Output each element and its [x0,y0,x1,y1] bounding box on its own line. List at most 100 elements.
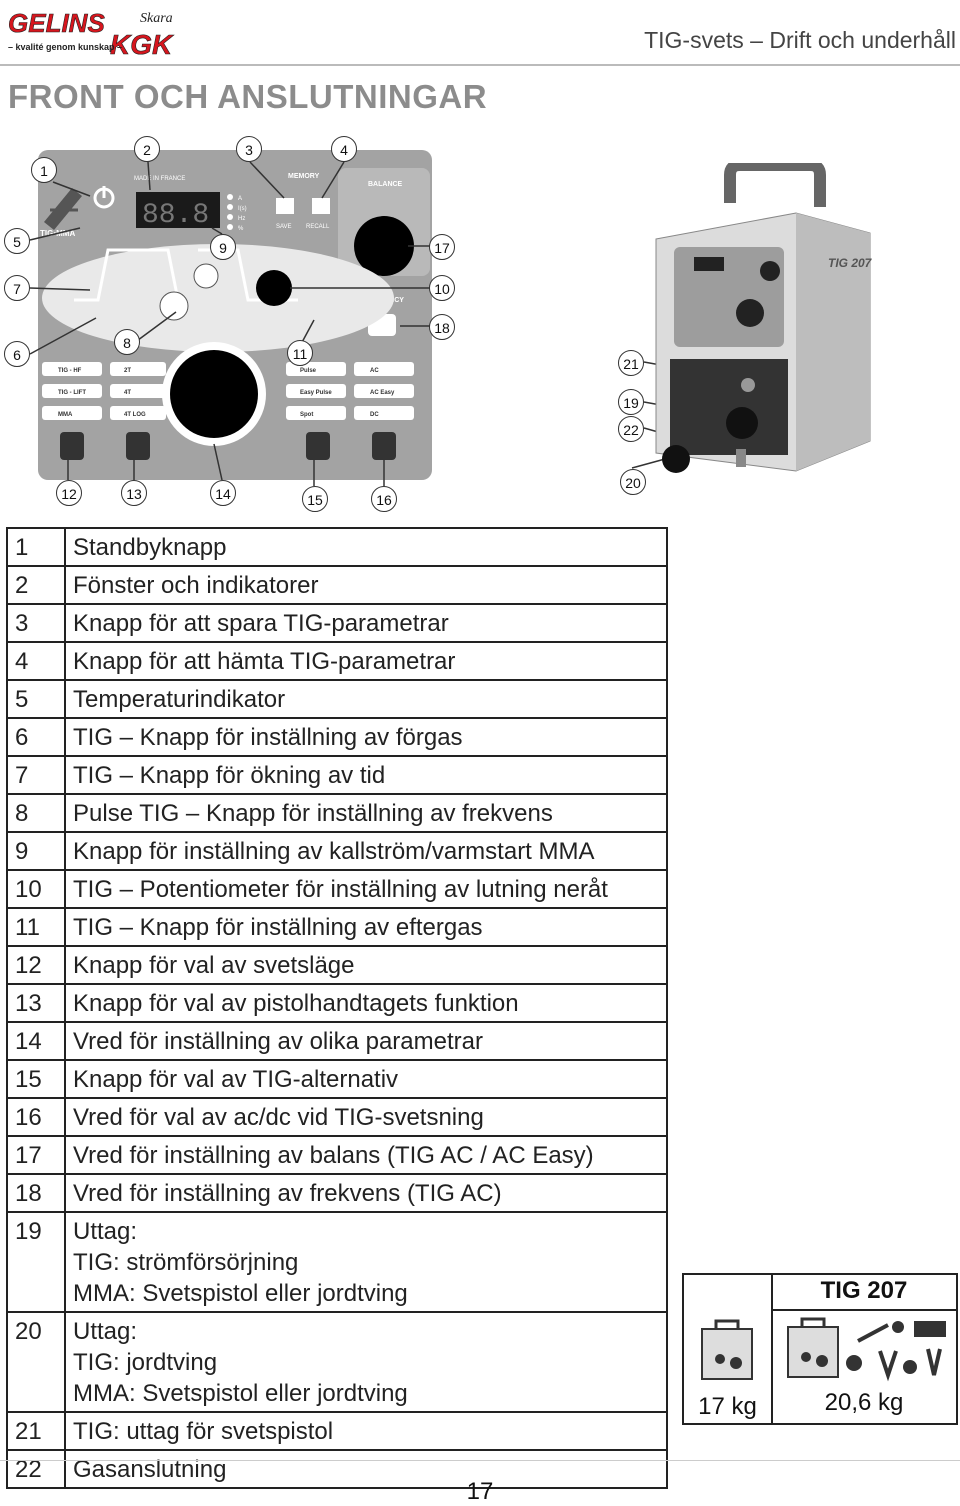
legend-text: TIG – Potentiometer för inställning av l… [64,869,668,909]
legend-text-line: TIG: jordtving [73,1349,218,1376]
save-icon [276,198,294,214]
legend-number: 11 [6,907,66,947]
percent-i-icon [193,263,219,289]
mode-spot: Spot [300,412,313,418]
callout-20: 20 [620,469,646,495]
legend-text-line: Knapp för val av pistolhandtagets funkti… [73,990,519,1017]
legend-text-line: MMA: Svetspistol eller jordtving [73,1380,408,1407]
legend-text-line: TIG – Knapp för inställning av förgas [73,724,463,751]
legend-text: Standbyknapp [64,527,668,567]
mode-easy-pulse: Easy Pulse [300,390,332,396]
page-number: 17 [466,1478,494,1505]
legend-number: 14 [6,1021,66,1061]
display-digits: 88.8 [142,200,209,231]
legend-text-line: MMA: Svetspistol eller jordtving [73,1280,408,1307]
legend-number: 15 [6,1059,66,1099]
torch-icon [44,188,82,230]
unit-percent: % [238,226,244,232]
legend-text: TIG – Knapp för ökning av tid [64,755,668,795]
legend-text: Vred för val av ac/dc vid TIG-svetsning [64,1097,668,1137]
unit-seconds: I(s) [238,206,247,212]
legend-text-line: Standbyknapp [73,534,227,561]
logo-script-text: Skara [140,11,173,26]
legend-number: 6 [6,717,66,757]
legend-text-line: TIG – Knapp för inställning av eftergas [73,914,483,941]
mode-ac: AC [370,368,379,374]
legend-text: TIG – Knapp för inställning av förgas [64,717,668,757]
legend-text: Knapp för val av pistolhandtagets funkti… [64,983,668,1023]
save-label: SAVE [276,224,292,230]
legend-number: 12 [6,945,66,985]
legend-row: 14 Vred för inställning av olika parametr… [6,1021,668,1061]
mode-pulse: Pulse [300,368,317,374]
legend-text-line: Knapp för val av svetsläge [73,952,355,979]
machine-photo: TIG 207 [646,159,876,473]
unit-amp: A [238,196,242,202]
legend-number: 5 [6,679,66,719]
legend-number: 7 [6,755,66,795]
logo-brand-text: KGK [110,29,174,56]
legend-row: 12 Knapp för val av svetsläge [6,945,668,985]
callout-16: 16 [371,486,397,512]
machine-kit-icon [787,1317,946,1382]
callout-3: 3 [236,136,262,162]
legend-number: 10 [6,869,66,909]
trigger-select-button-icon [126,432,150,460]
callout-4: 4 [331,136,357,162]
legend-text-line: Uttag: [73,1318,138,1345]
legend-text: Vred för inställning av balans (TIG AC /… [64,1135,668,1175]
footer-divider [0,1460,960,1461]
digital-display [136,192,220,228]
legend-text-line: Knapp för att hämta TIG-parametrar [73,648,456,675]
legend-text: Temperaturindikator [64,679,668,719]
memory-label: MEMORY [288,173,320,180]
legend-text-line: Knapp för val av TIG-alternativ [73,1066,399,1093]
callout-1: 1 [31,157,57,183]
legend-text-line: Vred för inställning av olika parametrar [73,1028,483,1055]
callout-19: 19 [618,389,644,415]
callout-18: 18 [429,314,455,340]
logo-tagline: – kvalité genom kunskap – [8,42,122,52]
legend-number: 21 [6,1411,66,1451]
hotstart-knob [256,270,292,306]
acdc-button-icon [372,432,396,460]
legend-row: 15 Knapp för val av TIG-alternativ [6,1059,668,1099]
legend-text-line: Vred för inställning av frekvens (TIG AC… [73,1180,502,1207]
legend-row: 6 TIG – Knapp för inställning av förgas [6,717,668,757]
legend-number: 17 [6,1135,66,1175]
mode-select-button-icon [60,432,84,460]
made-in-france-label: MADE IN FRANCE [134,176,185,182]
legend-text: TIG: uttag för svetspistol [64,1411,668,1451]
svg-text:TIG 207: TIG 207 [828,256,873,270]
legend-number: 2 [6,565,66,605]
tig-option-button-icon [306,432,330,460]
legend-text: Pulse TIG – Knapp för inställning av fre… [64,793,668,833]
legend-text: Vred för inställning av olika parametrar [64,1021,668,1061]
model-name: TIG 207 [820,1277,908,1304]
legend-text: Knapp för att hämta TIG-parametrar [64,641,668,681]
callout-12: 12 [56,480,82,506]
legend-text: TIG – Knapp för inställning av eftergas [64,907,668,947]
callout-22: 22 [618,416,644,442]
weight-box: TIG 207 17 kg 20,6 kg [682,1273,958,1425]
callout-8: 8 [114,329,140,355]
mode-4t-log: 4T LOG [124,412,146,418]
balance-knob [354,216,414,276]
document-title: TIG-svets – Drift och underhåll [644,27,956,53]
section-title: FRONT OCH ANSLUTNINGAR [8,78,488,115]
legend-text: Knapp för val av svetsläge [64,945,668,985]
weight-kit: 20,6 kg [824,1389,904,1416]
mode-tig-hf: TIG - HF [58,368,82,374]
callout-14: 14 [210,480,236,506]
mode-ac-easy: AC Easy [370,390,395,396]
header-divider [0,64,960,66]
